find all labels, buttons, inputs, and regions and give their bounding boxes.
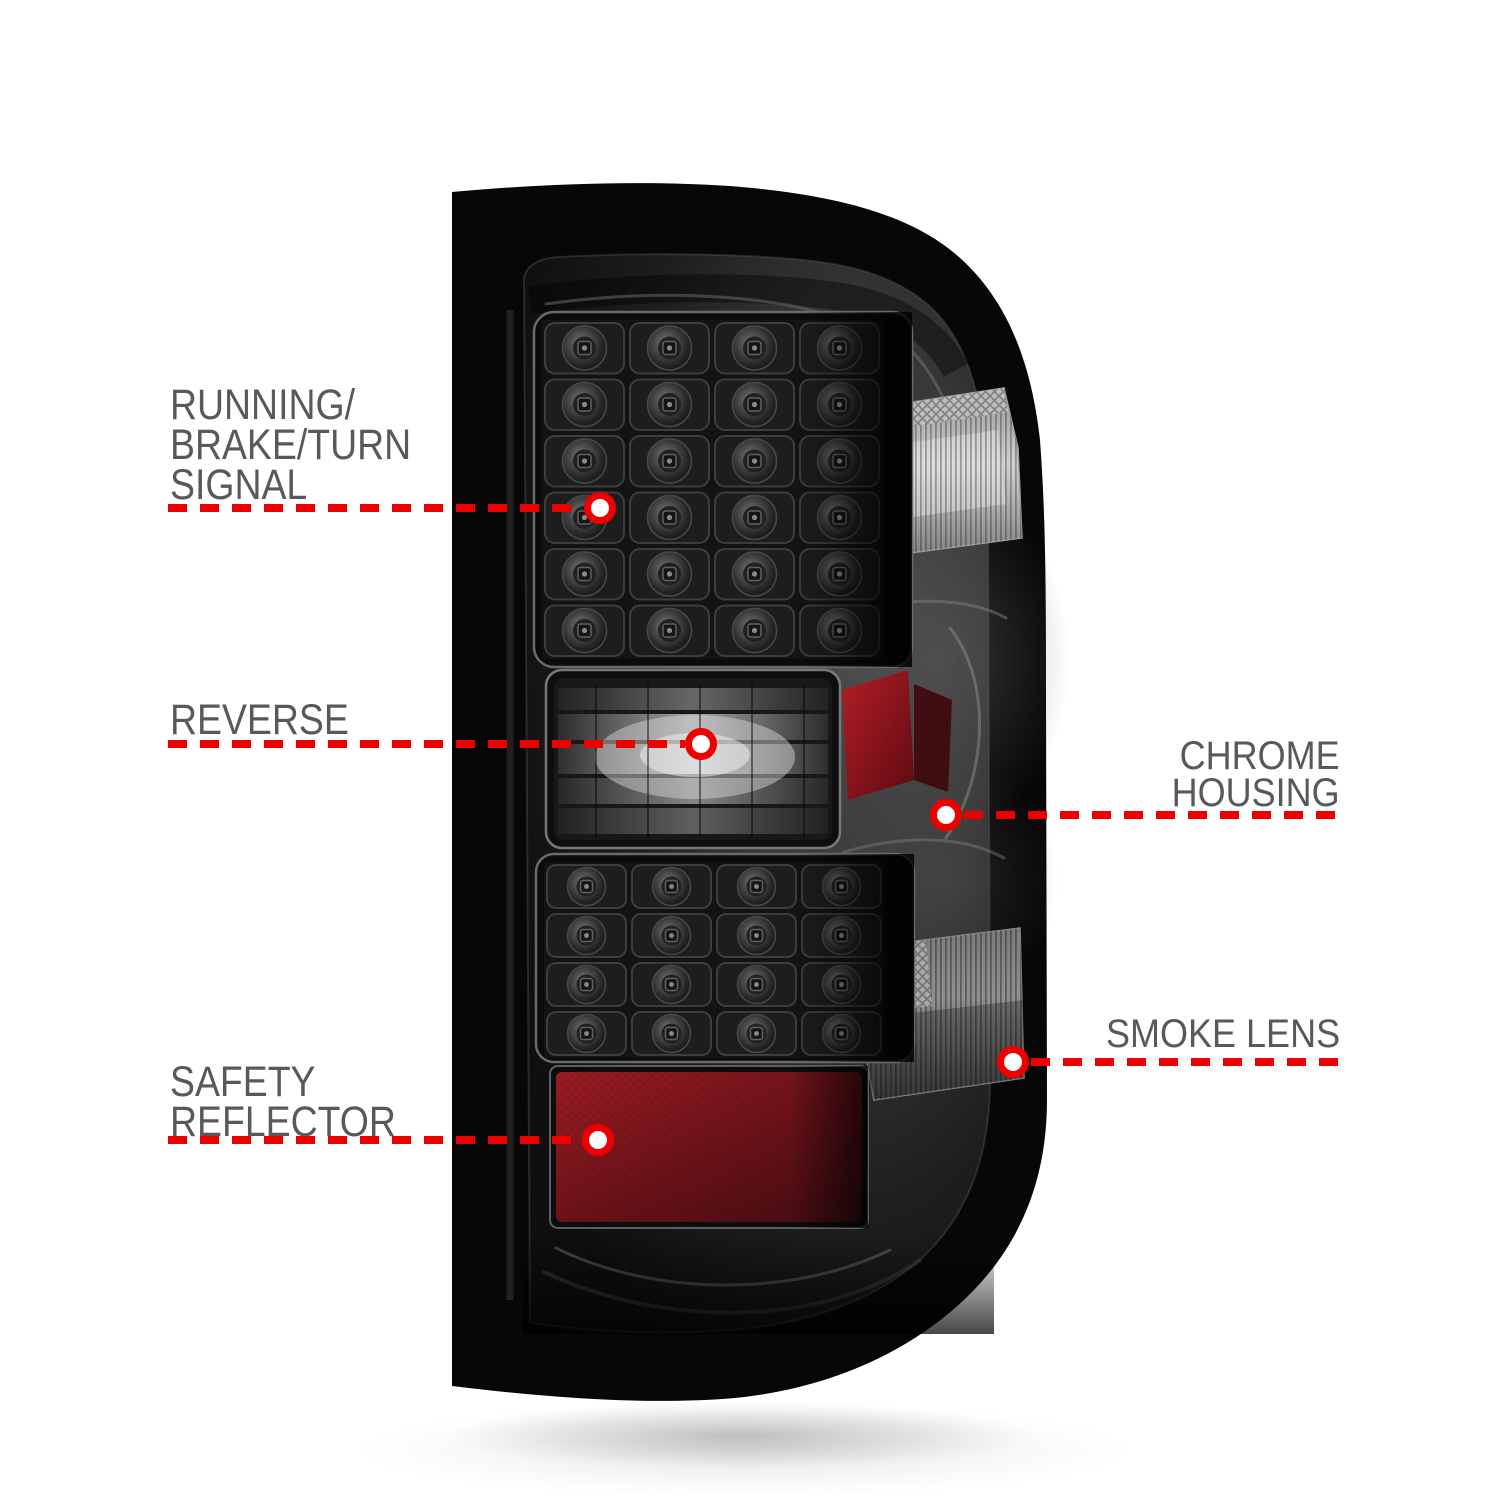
label-line: SMOKE LENS: [1105, 1012, 1340, 1056]
callout-dot: [997, 1046, 1029, 1078]
floor-reflection-shadow: [355, 1402, 1135, 1498]
callout-dot: [584, 492, 616, 524]
reverse-lamp: [544, 668, 842, 850]
label-line: CHROME: [1179, 734, 1340, 778]
label-line: SAFETY: [170, 1058, 316, 1106]
leader-line: [964, 811, 1337, 819]
safety-reflector-panel: [549, 1065, 869, 1229]
label-line: SIGNAL: [170, 461, 308, 509]
callout-dot: [930, 799, 962, 831]
callout-label: SAFETY REFLECTOR: [170, 1058, 396, 1146]
callout-label: SMOKE LENS: [1105, 1012, 1340, 1056]
bottom-vignette: [522, 1232, 994, 1334]
callout-label: RUNNING/ BRAKE/TURN SIGNAL: [170, 381, 412, 509]
callout-dot: [685, 728, 717, 760]
label-line: RUNNING/: [170, 381, 355, 429]
leader-line: [1031, 1058, 1340, 1066]
leader-line: [168, 740, 685, 748]
lower-led-panel: [534, 852, 916, 1064]
callout-label: CHROME HOUSING: [1171, 734, 1340, 815]
callout-dot: [582, 1124, 614, 1156]
callout-label: REVERSE: [170, 696, 349, 744]
label-line: BRAKE/TURN: [170, 421, 412, 469]
label-line: REVERSE: [170, 696, 349, 744]
leader-line: [168, 504, 584, 512]
leader-line: [168, 1136, 582, 1144]
label-line: HOUSING: [1171, 771, 1340, 815]
upper-led-panel: [532, 310, 914, 669]
label-line: REFLECTOR: [170, 1098, 396, 1146]
